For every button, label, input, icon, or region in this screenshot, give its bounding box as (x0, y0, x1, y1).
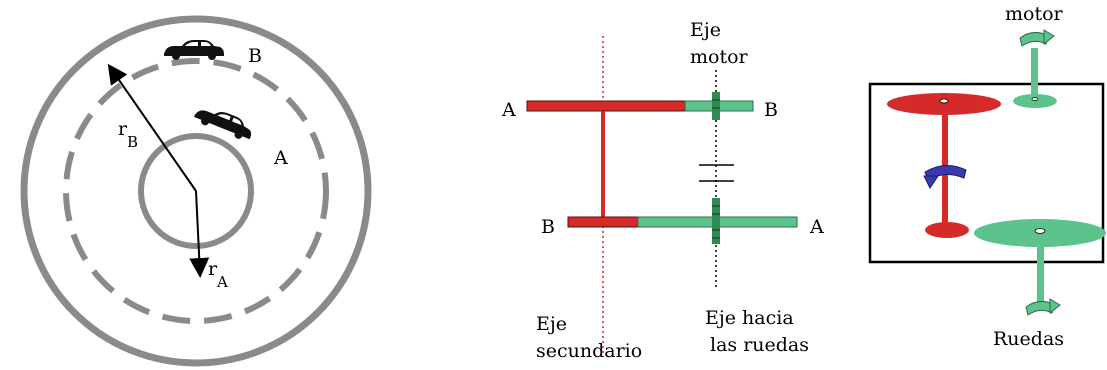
radius-b-arrow (107, 63, 197, 192)
track-diagram: B A r B r A (20, 15, 372, 367)
red-connector (601, 111, 605, 217)
car-a-icon (194, 110, 252, 140)
radius-a-subscript: A (216, 273, 228, 291)
bottom-bar-red (567, 216, 639, 228)
car-b-label: B (248, 45, 262, 67)
secondary-axis-label-line2: secundario (536, 340, 642, 362)
motor-axis-label-line1: Eje (690, 19, 721, 41)
green-disk-top (1013, 94, 1057, 108)
top-right-label: B (764, 99, 778, 121)
radius-a-arrow (189, 190, 210, 278)
radius-a-letter: r (208, 258, 218, 280)
red-disk-top (887, 93, 1001, 115)
motor-rotation-icon (1019, 32, 1049, 47)
radius-b-subscript: B (127, 133, 138, 151)
wheels-label: Ruedas (993, 328, 1064, 350)
inner-circle (138, 133, 254, 249)
wheels-axis-label-line1: Eje hacia (705, 307, 794, 329)
red-disk-bottom (925, 222, 969, 238)
car-a-label: A (273, 147, 288, 169)
top-left-label: A (501, 99, 516, 121)
disk-diagram: motor Ruedas (868, 3, 1106, 350)
secondary-axis-label-line1: Eje (536, 313, 567, 335)
wheels-axis-label-line2: las ruedas (710, 334, 809, 356)
wheels-shaft (1037, 246, 1044, 304)
bottom-right-label: A (809, 216, 824, 238)
car-b-icon (164, 40, 224, 60)
motor-label: motor (1005, 3, 1064, 25)
gear-diagram: Eje motor A B B A Eje secundario Eje hac… (501, 19, 824, 362)
motor-axis-label-line2: motor (690, 46, 749, 68)
outer-track-circle (20, 15, 372, 367)
top-gear-teeth (712, 92, 720, 120)
motor-shaft (1031, 48, 1038, 100)
top-bar-red (526, 100, 686, 112)
radius-b-letter: r (118, 118, 128, 140)
housing-box (868, 82, 1105, 264)
bottom-left-label: B (541, 216, 555, 238)
lane-circle-dashed (63, 58, 329, 324)
bottom-gear-teeth (712, 198, 720, 244)
wheels-rotation-icon (1025, 301, 1055, 316)
